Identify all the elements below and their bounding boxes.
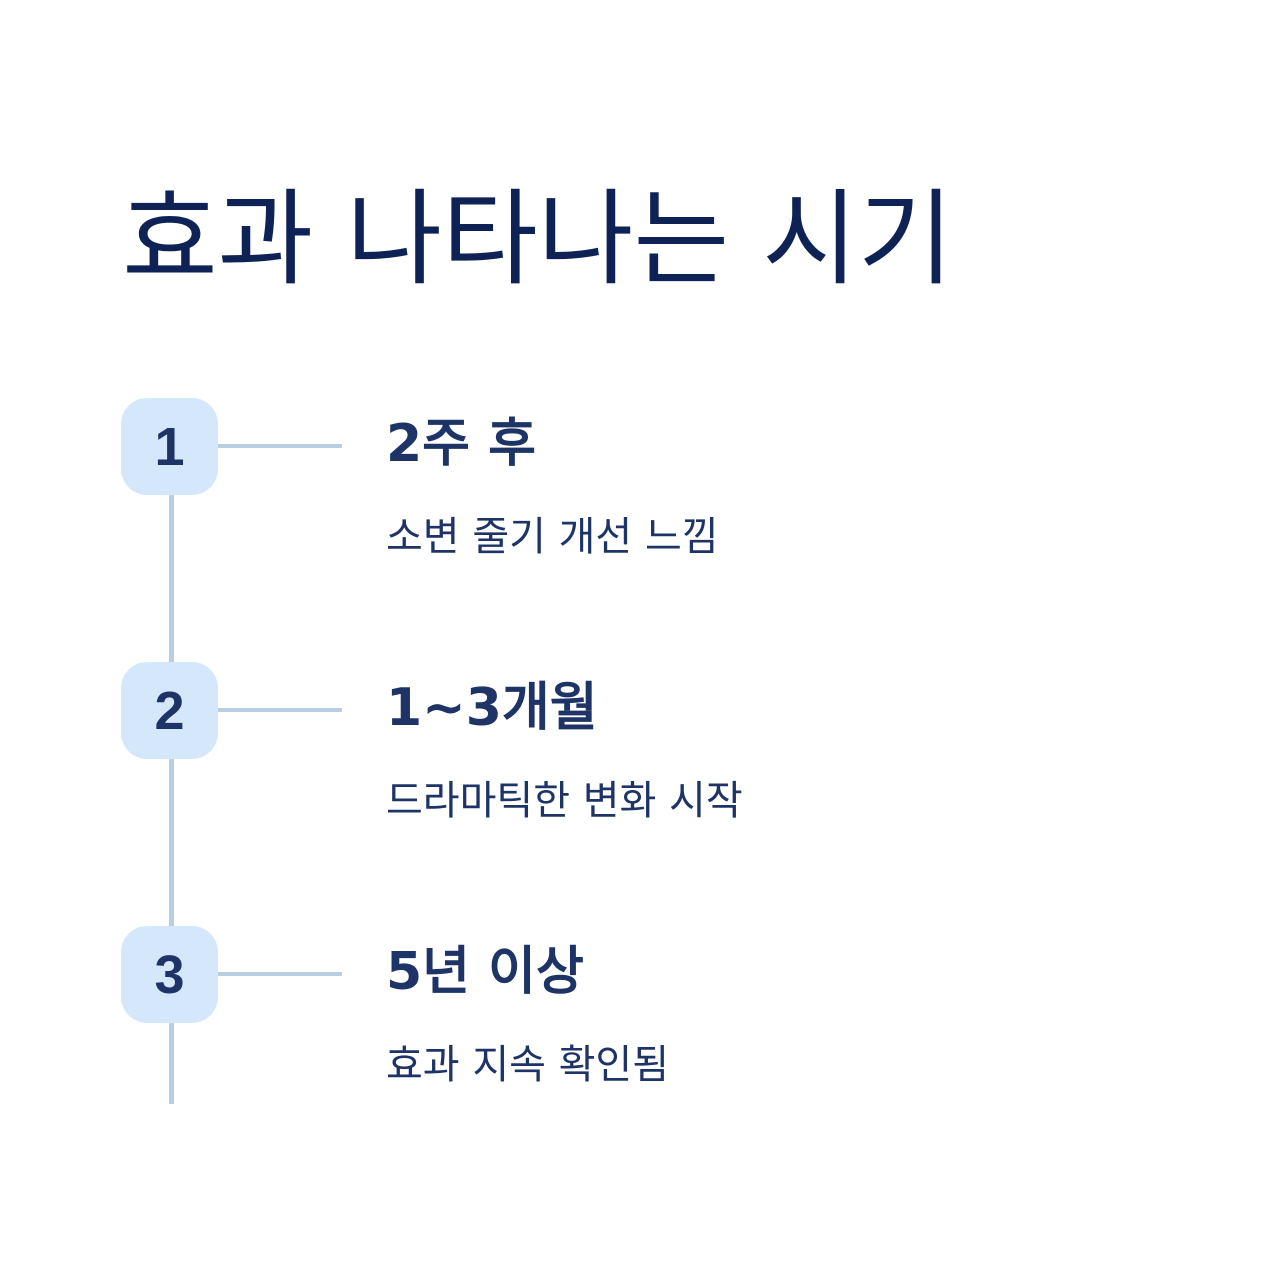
step-3-time: 5년 이상 <box>386 942 584 1002</box>
step-2-time: 1~3개월 <box>386 678 598 738</box>
timeline-vertical-line <box>169 446 174 1104</box>
step-1-time: 2주 후 <box>386 414 536 474</box>
step-1-connector <box>218 444 342 448</box>
step-3-description: 효과 지속 확인됨 <box>386 1042 670 1088</box>
step-2-connector <box>218 708 342 712</box>
step-2-badge: 2 <box>121 662 218 759</box>
step-2-description: 드라마틱한 변화 시작 <box>386 778 743 824</box>
step-1-description: 소변 줄기 개선 느낌 <box>386 514 719 560</box>
step-1-badge: 1 <box>121 398 218 495</box>
step-3-connector <box>218 972 342 976</box>
step-3-badge: 3 <box>121 926 218 1023</box>
page-title: 효과 나타나는 시기 <box>122 178 954 300</box>
